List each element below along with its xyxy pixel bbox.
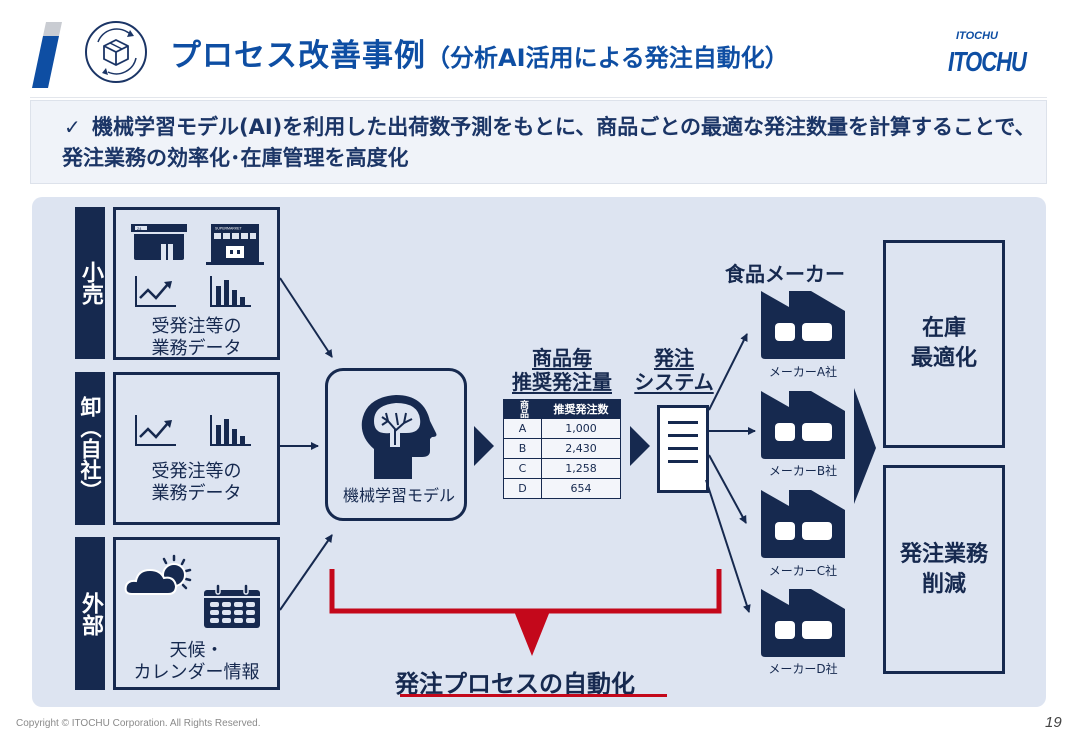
order-system-heading: 発注 システム: [626, 346, 722, 394]
factory-icon: [761, 291, 845, 359]
bar-chart-icon: [210, 415, 251, 446]
header-divider: [30, 97, 1047, 98]
source-box-wholesale: 受発注等の 業務データ: [113, 372, 280, 525]
automation-label: 発注プロセスの自動化: [395, 670, 635, 698]
caption-line: 業務データ: [151, 483, 242, 504]
source-label-text: 小売: [78, 261, 103, 305]
caption-line: 受発注等の: [151, 316, 242, 337]
supermarket-icon: SUPERMARKET: [206, 224, 264, 265]
result-line: 削減: [921, 571, 966, 597]
result-line: 発注業務: [899, 541, 988, 567]
product-cell: D: [503, 478, 542, 499]
arrow-to-maker-c: [708, 454, 747, 524]
caption-line: 業務データ: [151, 338, 242, 359]
heading-line: 商品毎: [532, 346, 592, 370]
arrow-external-to-model: [279, 534, 333, 611]
calendar-icon: [204, 584, 260, 628]
supermarket-sign-text: SUPERMARKET: [215, 227, 243, 231]
store-sign-text: 24: [137, 226, 142, 231]
arrow-to-maker-d: [705, 479, 751, 613]
table-header-quantity: 推奨発注数: [541, 399, 621, 419]
quantity-cell: 2,430: [541, 438, 621, 459]
line-chart-icon: [135, 276, 176, 307]
source-caption: 受発注等の 業務データ: [116, 461, 277, 505]
table-header-product: 商品: [503, 399, 542, 419]
result-inventory-optimization: 在庫 最適化: [883, 240, 1005, 448]
heading-line: 推奨発注量: [512, 370, 612, 394]
source-label-wholesale: 卸（自社）: [75, 372, 105, 525]
summary-text: 機械学習モデル(AI)を利用した出荷数予測をもとに、商品ごとの最適な発注数量を計…: [62, 112, 1042, 174]
arrow-retail-to-model: [279, 277, 333, 358]
automation-pointer: [514, 611, 550, 656]
maker-label: メーカーC社: [768, 564, 838, 578]
result-order-work-reduction: 発注業務 削減: [883, 465, 1005, 674]
weather-icon: [124, 554, 192, 595]
copyright-text: Copyright © ITOCHU Corporation. All Righ…: [16, 718, 261, 729]
source-caption: 天候・ カレンダー情報: [116, 640, 277, 684]
convenience-store-icon: 24: [131, 224, 187, 260]
ml-model-box: 機械学習モデル: [325, 368, 467, 521]
source-label-retail: 小売: [75, 207, 105, 359]
triangle-arrow-to-results: [854, 388, 876, 504]
summary-text-content: 機械学習モデル(AI)を利用した出荷数予測をもとに、商品ごとの最適な発注数量を計…: [62, 115, 1036, 170]
factory-icon: [761, 490, 845, 558]
bar-chart-icon: [210, 276, 251, 307]
summary-box: [30, 100, 1047, 184]
page-title: プロセス改善事例（分析AI活用による発注自動化）: [170, 30, 789, 75]
factory-icon: [761, 391, 845, 459]
product-cell: C: [503, 458, 542, 479]
automation-bracket: [329, 569, 722, 614]
title-accent-bar: [32, 22, 62, 88]
automation-underline: [400, 694, 667, 697]
quantity-cell: 1,000: [541, 418, 621, 439]
source-label-external: 外部: [75, 537, 105, 690]
heading-line: 発注: [654, 346, 694, 370]
logo-text: ITOCHU: [948, 46, 1027, 78]
page-number: 19: [1045, 714, 1062, 731]
document-icon: [657, 405, 709, 493]
table-header-row: 商品 推奨発注数: [503, 399, 621, 419]
heading-line: システム: [634, 370, 714, 394]
triangle-arrow-table-to-system: [630, 426, 650, 466]
product-cell: A: [503, 418, 542, 439]
title-main: プロセス改善事例: [170, 38, 426, 74]
caption-line: カレンダー情報: [133, 662, 260, 683]
maker-label: メーカーD社: [768, 662, 838, 676]
caption-line: 受発注等の: [151, 461, 242, 482]
title-subtitle: （分析AI活用による発注自動化）: [426, 44, 789, 72]
brain-head-icon: [361, 395, 437, 479]
line-chart-icon: [135, 415, 176, 446]
ml-model-caption: 機械学習モデル: [342, 486, 455, 505]
result-line: 最適化: [910, 346, 977, 371]
check-icon: ✓: [64, 115, 81, 139]
arrow-to-maker-a: [708, 333, 748, 411]
result-line: 在庫: [921, 316, 966, 341]
source-box-external: 天候・ カレンダー情報: [113, 537, 280, 690]
recommendation-heading: 商品毎 推奨発注量: [506, 346, 618, 394]
itochu-logo: ITOCHU ITOCHU: [948, 30, 1048, 77]
source-label-text: 卸（自社）: [78, 396, 102, 501]
source-box-retail: 24 SUPERMARKET 受発注等の 業務データ: [113, 207, 280, 360]
caption-line: 天候・: [169, 640, 224, 661]
box-cycle-icon: [85, 21, 147, 83]
source-caption: 受発注等の 業務データ: [116, 316, 277, 360]
factory-icon: [761, 589, 845, 657]
source-label-text: 外部: [78, 591, 103, 636]
maker-label: メーカーB社: [768, 464, 838, 478]
triangle-arrow-model-to-table: [474, 426, 494, 466]
maker-label: メーカーA社: [768, 365, 838, 379]
makers-title: 食品メーカー: [725, 262, 845, 286]
logo-arc-text: ITOCHU: [956, 30, 998, 42]
quantity-cell: 654: [541, 478, 621, 499]
